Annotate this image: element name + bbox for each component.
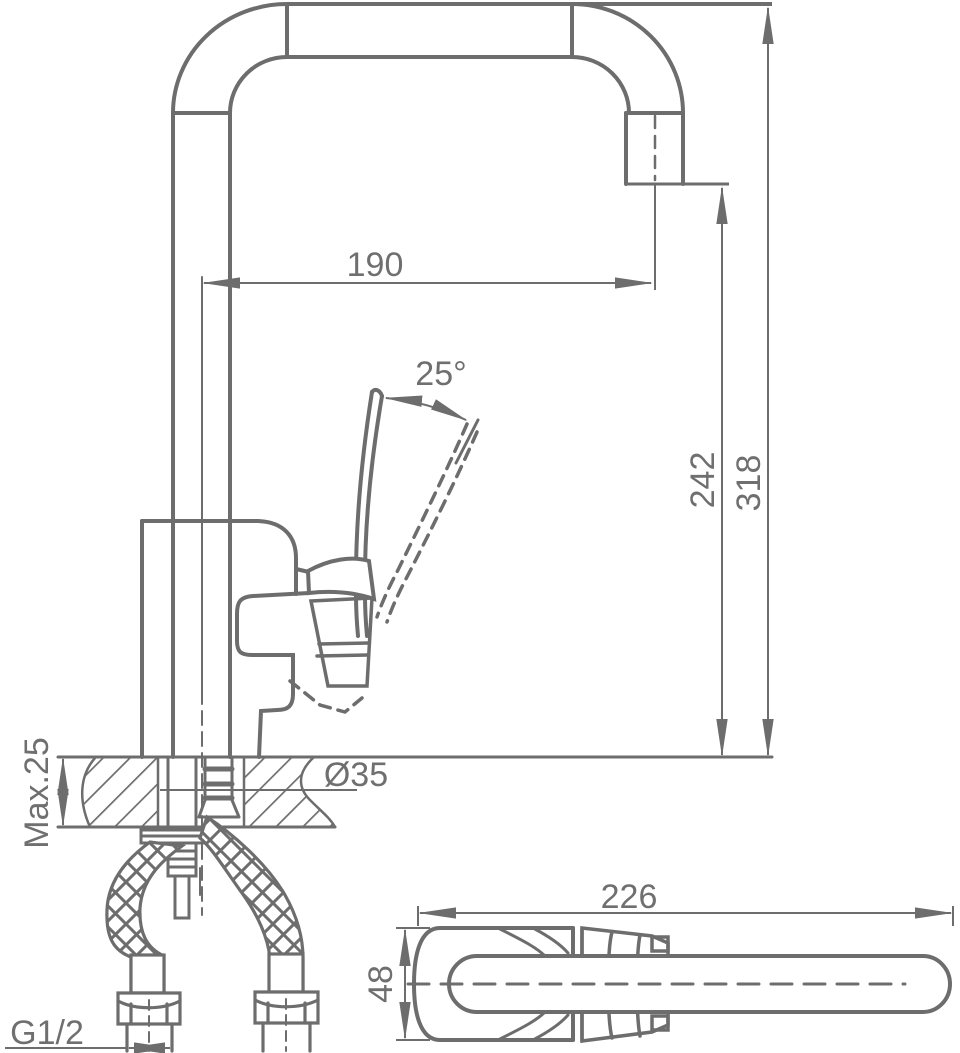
cartridge-cone [308,596,374,688]
faucet-body [140,519,311,759]
label-handle-angle: 25° [415,355,466,393]
label-outlet-height: 242 [684,452,722,509]
counter-hatch-right [244,758,335,827]
dimension-total-height [287,2,774,757]
dimension-top-width [396,927,430,1041]
label-total-height: 318 [730,455,768,512]
top-view [406,926,953,1043]
mounting-hardware [139,828,216,920]
label-spout-reach: 190 [347,246,404,284]
counter-hatch-left [82,758,158,827]
label-hole-diameter: Ø35 [324,756,388,794]
dimension-top-length [417,906,954,926]
dimension-spout-reach [202,184,656,290]
dimension-labels: 190 25° 242 318 Max.25 Ø35 G1/2 226 48 [10,246,768,1052]
handle-lever [305,387,384,638]
dimensions [5,2,954,1053]
dimension-outlet-height [626,182,729,757]
spout-pipe [171,2,685,759]
label-counter-thickness: Max.25 [18,737,56,849]
label-top-length: 226 [601,878,658,916]
label-thread-size: G1/2 [10,1014,84,1052]
front-view [56,2,774,1053]
handle-tilted-dashed [288,422,479,714]
angle-arc [384,395,468,421]
hose-connector-right [253,952,320,1053]
top-view-spout-arm [446,954,953,1014]
handle-tilted-tip [454,418,480,465]
label-top-width: 48 [362,965,400,1003]
mounting-rod [173,874,191,920]
counter-section [56,755,774,829]
hose-connector-left [116,953,182,1053]
mounting-shank [166,756,241,832]
